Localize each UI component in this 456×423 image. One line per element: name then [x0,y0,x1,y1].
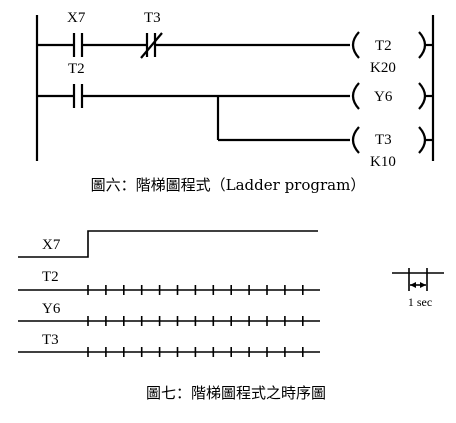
rung-1 [37,31,433,59]
coil-t3-label: T3 [375,132,392,148]
timing-label-t2: T2 [42,269,59,285]
coil-t2-label: T2 [375,38,392,54]
coil-t3-left [351,126,360,154]
coil-y6-right [418,82,427,110]
timing-diagram [18,230,444,357]
coil-t3-value: K10 [370,154,396,170]
timing-ticks [87,285,304,357]
timing-label-x7: X7 [42,237,61,253]
contact-t3-label: T3 [144,10,161,26]
contact-x7-label: X7 [67,10,86,26]
scale-arrowheads [410,282,426,288]
contact-t2-label: T2 [68,61,85,77]
coil-y6-label: Y6 [374,89,393,105]
coil-t3-right [418,126,427,154]
contact-t3-nc-slash [140,32,163,59]
rung-3-branch [216,96,433,154]
coil-t2-left [351,31,360,59]
scale-label: 1 sec [408,295,432,309]
scale-legend [392,268,444,291]
ladder-caption: 圖六：階梯圖程式（Ladder program） [91,176,366,194]
coil-t2-right [418,31,427,59]
rung-2 [37,82,433,110]
coil-y6-left [351,82,360,110]
ladder-diagram [35,15,435,161]
x7-waveform [18,230,318,258]
timing-label-y6: Y6 [42,301,61,317]
timing-label-t3: T3 [42,332,59,348]
coil-t2-value: K20 [370,60,396,76]
timing-caption: 圖七：階梯圖程式之時序圖 [146,384,326,402]
